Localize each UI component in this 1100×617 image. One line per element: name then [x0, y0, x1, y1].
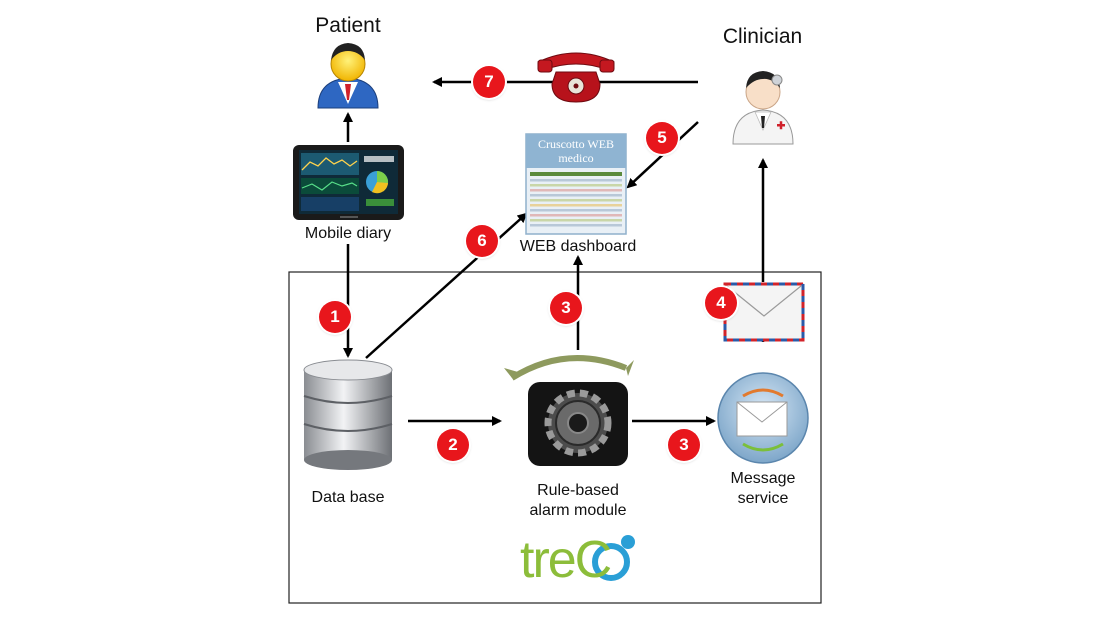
message-service-label: Message service: [730, 470, 796, 507]
trec-logo: treC: [520, 531, 612, 589]
dashboard-screen-title: Cruscotto WEB medico: [537, 137, 615, 165]
step-badge-5: 5: [646, 122, 678, 154]
patient-label: Patient: [315, 14, 381, 37]
logo-mark: [592, 535, 635, 581]
step-badge-3-lower: 3: [668, 429, 700, 461]
database-icon: [303, 359, 393, 470]
message-service-icon: [717, 372, 809, 464]
alarm-module-label: Rule-based alarm module: [529, 482, 627, 519]
step-badge-2: 2: [437, 429, 469, 461]
patient-icon: [317, 43, 379, 109]
tablet-icon: [293, 145, 404, 220]
step-badge-6: 6: [466, 225, 498, 257]
web-dashboard-label: WEB dashboard: [519, 238, 637, 255]
dashboard-window-icon: [525, 133, 627, 235]
database-label: Data base: [311, 489, 385, 506]
step-badge-7: 7: [473, 66, 505, 98]
arrow-database-to-dashboard: [365, 212, 528, 359]
system-boundary: [288, 271, 822, 604]
mobile-diary-label: Mobile diary: [304, 225, 392, 242]
clinician-icon: [732, 71, 794, 145]
step-badge-1: 1: [319, 301, 351, 333]
phone-icon: [537, 52, 615, 103]
clinician-label: Clinician: [722, 25, 803, 48]
step-badge-4: 4: [705, 287, 737, 319]
step-badge-3-upper: 3: [550, 292, 582, 324]
arrow-clinician-to-dashboard: [626, 121, 699, 189]
gear-icon: [504, 355, 634, 466]
envelope-icon: [723, 282, 805, 342]
